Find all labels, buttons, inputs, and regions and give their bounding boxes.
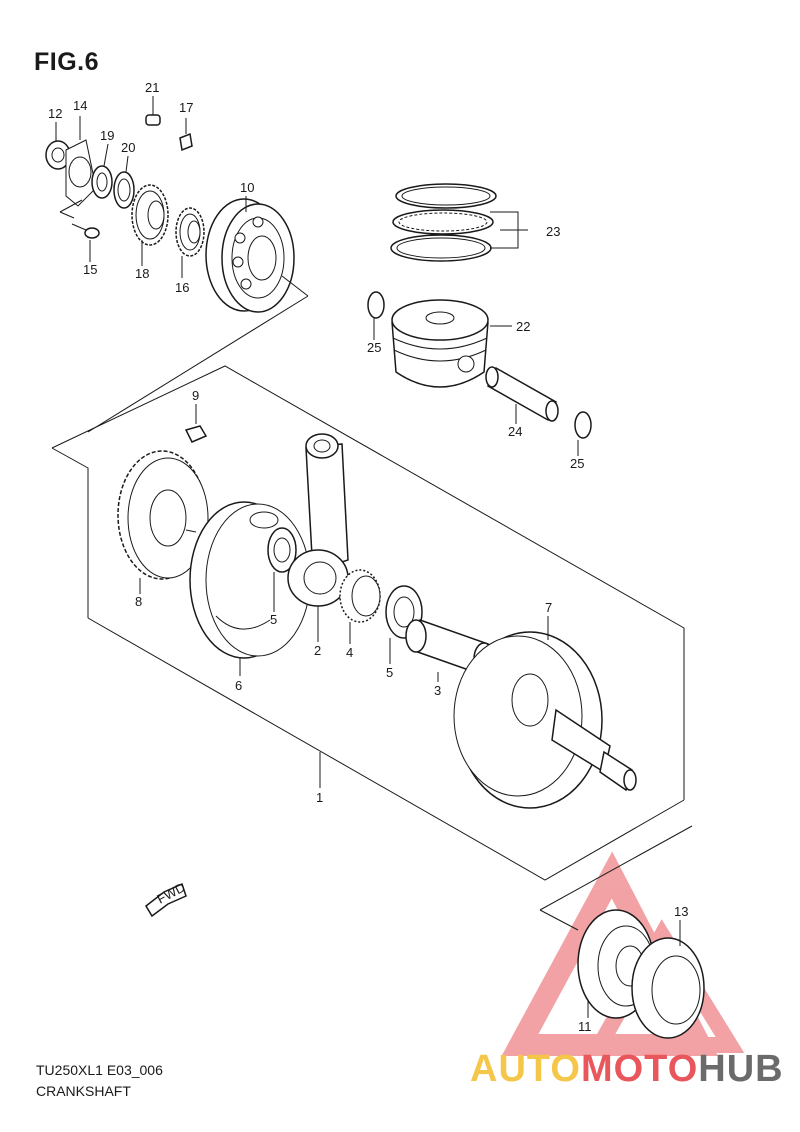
left-side-parts xyxy=(45,114,309,313)
watermark-part-auto: AUTO xyxy=(470,1048,581,1090)
oil-seal-12 xyxy=(45,140,71,170)
circlip-25-lower xyxy=(574,411,592,439)
crank-web-7 xyxy=(453,631,637,809)
bearing-10 xyxy=(205,198,295,313)
watermark-text: AUTOMOTOHUB xyxy=(470,1048,784,1091)
figure-caption: CRANKSHAFT xyxy=(36,1083,131,1099)
callout-7: 7 xyxy=(545,600,552,615)
retainer-plate-14 xyxy=(65,139,97,207)
callout-labels: 12 14 19 20 21 17 10 15 18 16 23 22 25 2… xyxy=(48,80,688,1034)
gear-16 xyxy=(175,207,205,257)
figure-title: FIG.6 xyxy=(34,48,100,76)
leader-lines xyxy=(55,96,681,1018)
crankshaft-parts xyxy=(117,425,637,809)
spacer-19 xyxy=(91,165,113,199)
callout-21: 21 xyxy=(145,80,159,95)
piston-pin-24 xyxy=(485,366,559,422)
callout-1: 1 xyxy=(316,790,323,805)
callout-24: 24 xyxy=(508,424,522,439)
callout-25-lower: 25 xyxy=(570,456,584,471)
screw-15 xyxy=(71,223,100,239)
callout-5-right: 5 xyxy=(386,665,393,680)
callout-11: 11 xyxy=(578,1019,592,1034)
callout-2: 2 xyxy=(314,643,321,658)
callout-14: 14 xyxy=(73,98,87,113)
callout-17: 17 xyxy=(179,100,193,115)
piston-parts xyxy=(367,183,592,439)
watermark-part-hub: HUB xyxy=(698,1048,784,1090)
circlip-25-upper xyxy=(367,291,385,319)
needle-bearing-4 xyxy=(339,569,381,623)
callout-23: 23 xyxy=(546,224,560,239)
callout-12: 12 xyxy=(48,106,62,121)
gear-18 xyxy=(131,184,169,246)
lower-bearings xyxy=(577,909,705,1039)
callout-10: 10 xyxy=(240,180,254,195)
pin-17 xyxy=(179,132,193,152)
callout-18: 18 xyxy=(135,266,149,281)
timing-gear-8 xyxy=(117,450,209,580)
figure-code: TU250XL1 E03_006 xyxy=(36,1062,163,1078)
thrust-washer-5-left xyxy=(267,527,297,573)
callout-6: 6 xyxy=(235,678,242,693)
connecting-rod-2 xyxy=(287,433,349,607)
callout-25-upper: 25 xyxy=(367,340,381,355)
callout-22: 22 xyxy=(516,319,530,334)
callout-19: 19 xyxy=(100,128,114,143)
callout-15: 15 xyxy=(83,262,97,277)
callout-20: 20 xyxy=(121,140,135,155)
callout-13: 13 xyxy=(674,904,688,919)
piston-22 xyxy=(391,299,489,388)
washer-20 xyxy=(113,171,135,209)
callout-3: 3 xyxy=(434,683,441,698)
watermark-part-moto: MOTO xyxy=(580,1048,699,1090)
callout-9: 9 xyxy=(192,388,199,403)
assembly-outline xyxy=(51,295,693,931)
callout-8: 8 xyxy=(135,594,142,609)
fwd-arrow-icon: FWD xyxy=(145,880,188,918)
oil-seal-13 xyxy=(631,937,705,1039)
callout-4: 4 xyxy=(346,645,353,660)
piston-rings-23 xyxy=(390,183,497,262)
key-21 xyxy=(145,114,161,126)
key-9 xyxy=(184,425,208,443)
callout-5-left: 5 xyxy=(270,612,277,627)
callout-16: 16 xyxy=(175,280,189,295)
